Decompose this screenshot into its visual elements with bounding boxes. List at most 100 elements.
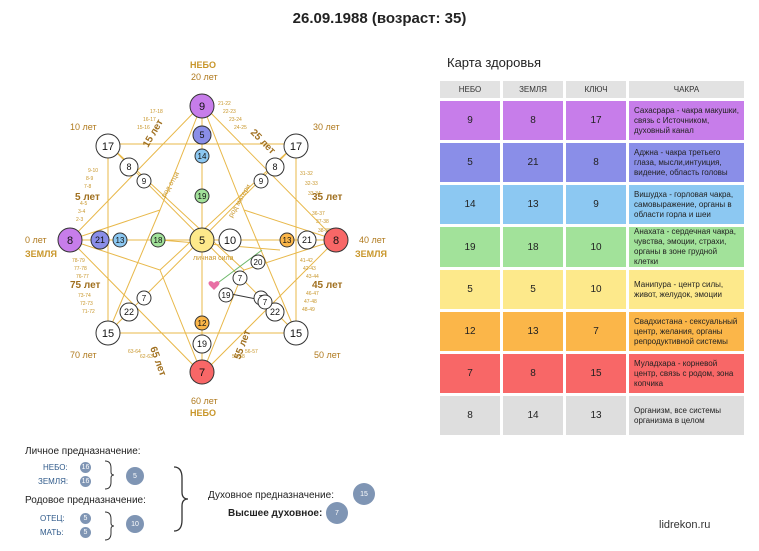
node-right-inner: 13 (279, 232, 295, 248)
node-left-mid: 21 (90, 230, 110, 250)
node-bottom-mid: 19 (192, 334, 212, 354)
health-earth-cell: 13 (503, 185, 563, 224)
age-label-20: 20 лет (191, 72, 218, 82)
svg-text:19: 19 (222, 291, 231, 300)
age-label-50: 50 лет (314, 350, 341, 360)
svg-text:32-33: 32-33 (305, 181, 318, 187)
svg-text:4-5: 4-5 (80, 201, 87, 207)
age-label-0: 0 лет (25, 235, 47, 245)
node-left-outer: 8 (57, 227, 83, 253)
father-value: 5 (80, 513, 91, 524)
health-card-title: Карта здоровья (447, 55, 542, 70)
svg-text:73-74: 73-74 (78, 293, 91, 299)
svg-text:8: 8 (333, 235, 339, 247)
higher-spiritual-title: Высшее духовное: (228, 508, 323, 519)
svg-text:9: 9 (259, 177, 264, 186)
sky-label-bottom: НЕБО (190, 408, 216, 418)
svg-text:8: 8 (126, 162, 131, 172)
svg-text:76-77: 76-77 (76, 274, 89, 280)
age-label-45: 45 лет (312, 280, 343, 291)
svg-text:56-57: 56-57 (245, 349, 258, 355)
health-chakra-cell: Манипура - центр силы, живот, желудок, э… (629, 270, 744, 309)
svg-text:7: 7 (263, 298, 268, 307)
svg-text:5: 5 (199, 235, 205, 247)
svg-text:13: 13 (116, 236, 125, 245)
node-heart-line: 18 (150, 232, 166, 248)
node-chest: 19 (194, 188, 210, 204)
svg-text:15: 15 (102, 328, 114, 340)
svg-text:63-64: 63-64 (128, 349, 141, 355)
spiritual-purpose-value: 15 (353, 483, 375, 505)
sky-label-top: НЕБО (190, 60, 216, 70)
svg-text:7: 7 (142, 294, 147, 303)
earth-value: 16 (80, 476, 91, 487)
node-bottom-inner: 12 (194, 315, 210, 331)
health-sky-cell: 7 (440, 354, 500, 393)
svg-text:16-17: 16-17 (143, 117, 156, 123)
node-tr-inner: 9 (253, 173, 269, 189)
svg-text:62-63: 62-63 (140, 354, 153, 360)
health-earth-cell: 8 (503, 101, 563, 140)
node-br-outer: 15 (283, 320, 309, 346)
site-link[interactable]: lidrekon.ru (659, 519, 711, 531)
svg-text:9: 9 (142, 177, 147, 186)
health-chakra-cell: Свадхистана - сексуальный центр, желания… (629, 312, 744, 351)
svg-text:17: 17 (290, 141, 302, 153)
personal-purpose-title: Личное предназначение: (25, 446, 141, 457)
node-top-inner: 14 (194, 148, 210, 164)
node-tl-mid: 8 (119, 157, 139, 177)
svg-text:33-34: 33-34 (308, 191, 321, 197)
col-chakra: ЧАКРА (629, 81, 744, 98)
age-label-35: 35 лет (312, 192, 343, 203)
health-chakra-cell: Сахасрара - чакра макушки, связь с Источ… (629, 101, 744, 140)
svg-text:9: 9 (199, 101, 205, 113)
svg-text:24-25: 24-25 (234, 125, 247, 131)
node-br-mid: 22 (265, 302, 285, 322)
svg-text:10: 10 (224, 235, 236, 247)
svg-text:38-39: 38-39 (318, 228, 331, 234)
svg-text:5: 5 (199, 130, 204, 140)
svg-text:20: 20 (254, 258, 263, 267)
node-bl-outer: 15 (95, 320, 121, 346)
node-left-inner: 13 (112, 232, 128, 248)
node-tr-mid: 8 (265, 157, 285, 177)
health-key-cell: 10 (566, 227, 626, 267)
svg-text:12: 12 (198, 319, 207, 328)
health-key-cell: 7 (566, 312, 626, 351)
age-label-25: 25 лет (248, 127, 277, 156)
svg-text:78-79: 78-79 (72, 258, 85, 264)
node-tl-outer: 17 (95, 133, 121, 159)
svg-text:46-47: 46-47 (306, 291, 319, 297)
col-sky: НЕБО (440, 81, 500, 98)
svg-text:31-32: 31-32 (300, 171, 313, 177)
col-earth: ЗЕМЛЯ (503, 81, 563, 98)
health-earth-cell: 8 (503, 354, 563, 393)
age-label-60: 60 лет (191, 396, 218, 406)
svg-text:7-8: 7-8 (84, 184, 91, 190)
svg-text:17-18: 17-18 (150, 109, 163, 115)
earth-label-right: ЗЕМЛЯ (355, 249, 387, 259)
age-label-75: 75 лет (70, 280, 101, 291)
node-center: 5 (189, 227, 215, 253)
svg-text:15-16: 15-16 (137, 125, 150, 131)
health-earth-cell: 5 (503, 270, 563, 309)
svg-text:3-4: 3-4 (78, 209, 85, 215)
health-sky-cell: 5 (440, 143, 500, 182)
age-label-65: 65 лет (147, 345, 168, 377)
col-key: КЛЮЧ (566, 81, 626, 98)
bracket-family (104, 511, 115, 541)
sky-label: НЕБО: (43, 463, 68, 472)
node-top-mid: 5 (192, 125, 212, 145)
health-chakra-cell: Аджна - чакра третьего глаза, мысли,инту… (629, 143, 744, 182)
svg-text:2-3: 2-3 (76, 217, 83, 223)
health-key-cell: 8 (566, 143, 626, 182)
svg-text:7: 7 (199, 367, 205, 379)
svg-text:21: 21 (95, 235, 105, 245)
health-earth-cell: 21 (503, 143, 563, 182)
father-line-label: род отца (161, 171, 181, 199)
node-right-outer: 8 (323, 227, 349, 253)
svg-text:57-58: 57-58 (232, 354, 245, 360)
health-sky-cell: 9 (440, 101, 500, 140)
mother-value: 5 (80, 527, 91, 538)
